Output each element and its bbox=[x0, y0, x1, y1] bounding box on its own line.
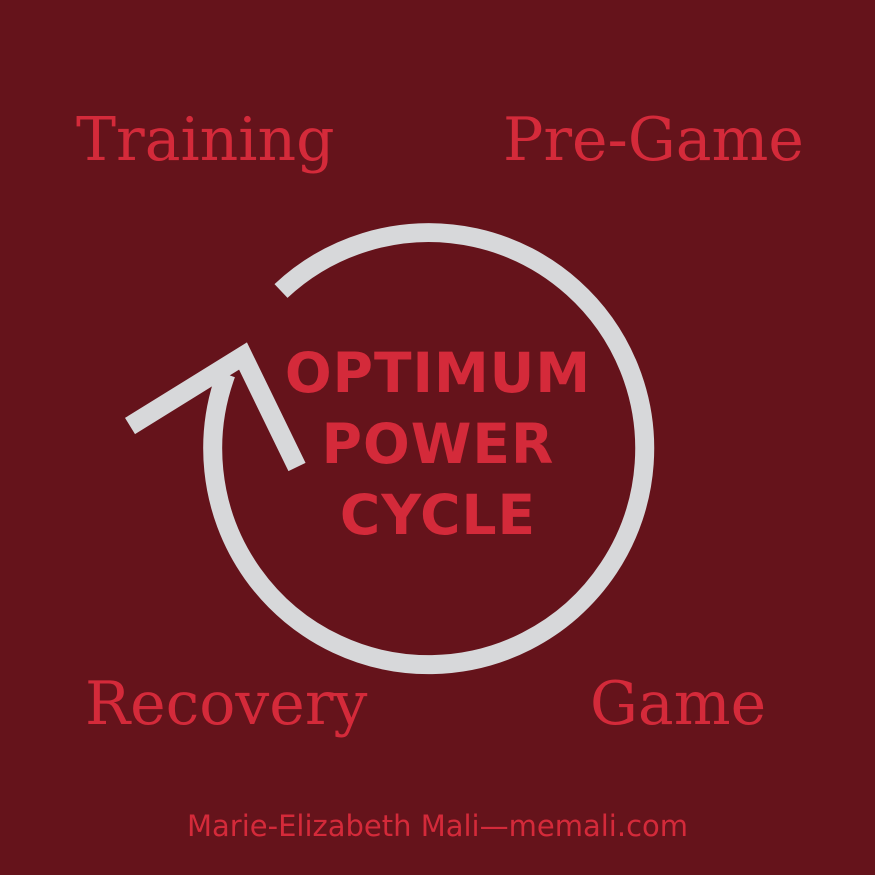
center-title: OPTIMUM POWER CYCLE bbox=[260, 338, 616, 551]
cycle-arc bbox=[203, 223, 655, 675]
stage-label-training: Training bbox=[76, 105, 335, 175]
credit-line: Marie-Elizabeth Mali—memali.com bbox=[186, 809, 688, 843]
center-title-line-1: OPTIMUM bbox=[284, 341, 592, 405]
center-title-line-3: CYCLE bbox=[339, 483, 537, 547]
cycle-arrowhead bbox=[124, 342, 306, 472]
stage-label-recovery: Recovery bbox=[85, 669, 368, 739]
center-title-line-2: POWER bbox=[321, 412, 555, 476]
stage-label-pre-game: Pre-Game bbox=[503, 105, 804, 175]
stage-label-game: Game bbox=[590, 669, 767, 739]
